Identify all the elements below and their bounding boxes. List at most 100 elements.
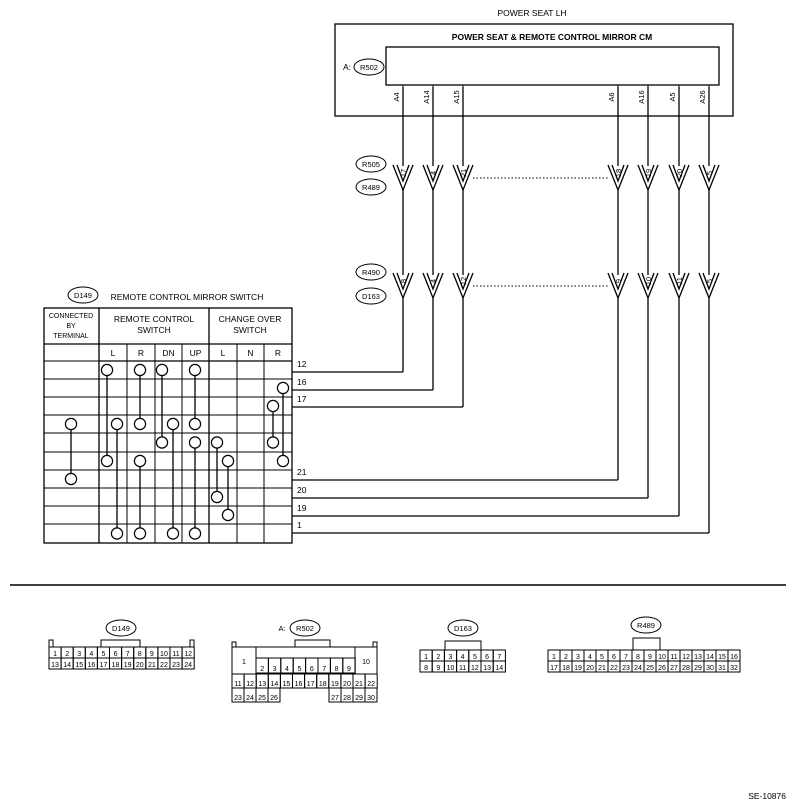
pin-number: 18	[562, 665, 570, 672]
connector-pin-label: 8	[399, 279, 408, 283]
connector-lock	[294, 639, 331, 648]
pin-number: 17	[307, 681, 315, 688]
connector-r490-oval	[355, 263, 387, 281]
pin-number: 30	[367, 695, 375, 702]
pin-number: 20	[586, 665, 594, 672]
pin-number: 10	[447, 665, 455, 672]
connector-pin-label: 5	[705, 171, 714, 175]
connector-pin-label: 21	[459, 169, 468, 177]
switch-contact	[110, 527, 124, 540]
sub-header: R	[138, 348, 144, 358]
connector-d163-label: D163	[362, 292, 380, 301]
pin-number: 4	[89, 651, 93, 658]
connector-pin-label: 9	[614, 279, 623, 283]
pin-number: 15	[75, 662, 83, 669]
pin-number: 14	[270, 681, 278, 688]
connector-tab	[189, 639, 195, 648]
connector-lock	[632, 637, 661, 651]
pin-number: 10	[160, 651, 168, 658]
switch-contact	[100, 454, 114, 468]
pin-number: 2	[436, 654, 440, 661]
cm-pin-label: A15	[452, 90, 461, 103]
cm-connector-oval	[353, 58, 385, 76]
pin-number: 13	[51, 662, 59, 669]
switch-contact	[276, 454, 290, 468]
pin-number: 12	[471, 665, 479, 672]
pin-number: 6	[485, 654, 489, 661]
cm-pin-label: A26	[698, 90, 707, 103]
connector-tab	[372, 641, 378, 648]
switch-contact	[266, 436, 280, 449]
cm-pin-label: A4	[392, 92, 401, 101]
cm-pin-label: A6	[607, 92, 616, 101]
connector-pin-label: 5	[705, 279, 714, 283]
pin-number: 25	[646, 665, 654, 672]
pin-number: 7	[126, 651, 130, 658]
switch-contact	[188, 363, 202, 377]
pin-number: 24	[246, 695, 254, 702]
pin-number: 5	[101, 651, 105, 658]
connector-face-label: D163	[454, 624, 472, 633]
connector-tab	[231, 641, 237, 648]
pin-number: 15	[283, 681, 291, 688]
cm-pin-label: A16	[637, 90, 646, 103]
pin-number: 30	[706, 665, 714, 672]
pin-number: 1	[53, 651, 57, 658]
pin-number: 18	[319, 681, 327, 688]
connector-terminal	[637, 272, 659, 300]
terminal-label: 20	[297, 485, 307, 495]
pin-number: 8	[424, 665, 428, 672]
pin-cell	[492, 660, 506, 673]
switch-contact	[221, 454, 235, 468]
connector-pin-label: 19	[644, 169, 653, 177]
pin-number: 19	[331, 681, 339, 688]
header-change-2: SWITCH	[233, 325, 267, 335]
connector-pin-label: 10	[644, 277, 653, 285]
pin-number: 5	[473, 654, 477, 661]
switch-contact	[166, 527, 180, 540]
pin-number: 12	[184, 651, 192, 658]
pin-number: 5	[600, 654, 604, 661]
header-connected-1: CONNECTED	[49, 313, 93, 320]
terminal-label: 16	[297, 377, 307, 387]
switch-contact	[100, 363, 114, 377]
sub-header: DN	[162, 348, 174, 358]
switch-contact	[133, 454, 147, 468]
switch-table: CONNECTED BY TERMINAL REMOTE CONTROL SWI…	[43, 307, 293, 544]
pin-number: 17	[100, 662, 108, 669]
connector-oval	[630, 616, 662, 634]
connector-pin-label: 4	[429, 171, 438, 175]
switch-contact	[133, 363, 147, 377]
pin-cell	[267, 687, 281, 703]
pin-number: 8	[636, 654, 640, 661]
pin-number: 21	[598, 665, 606, 672]
switch-contact	[210, 490, 224, 504]
switch-contact	[64, 472, 78, 486]
sub-header: R	[275, 348, 281, 358]
connector-oval	[447, 619, 479, 637]
connector-r489-label: R489	[362, 183, 380, 192]
connector-tab	[48, 639, 54, 648]
connector-terminal	[637, 164, 659, 192]
switch-connector-oval	[67, 286, 99, 304]
connector-face-label: R502	[296, 624, 314, 633]
connector-terminal	[422, 164, 444, 192]
connector-face-label: D149	[112, 624, 130, 633]
pin-number: 8	[335, 666, 339, 673]
switch-contact	[276, 381, 290, 395]
pin-number: 1	[552, 654, 556, 661]
pin-number: 24	[184, 662, 192, 669]
pin-number: 13	[483, 665, 491, 672]
terminal-label: 1	[297, 520, 302, 530]
pin-cell	[255, 646, 356, 659]
sub-header: N	[247, 348, 253, 358]
connector-terminal	[392, 164, 414, 192]
connector-pin-label: 4	[429, 279, 438, 283]
pin-number: 18	[112, 662, 120, 669]
pin-number: 10	[658, 654, 666, 661]
cm-pin-label: A5	[668, 92, 677, 101]
switch-title: REMOTE CONTROL MIRROR SWITCH	[111, 292, 264, 302]
